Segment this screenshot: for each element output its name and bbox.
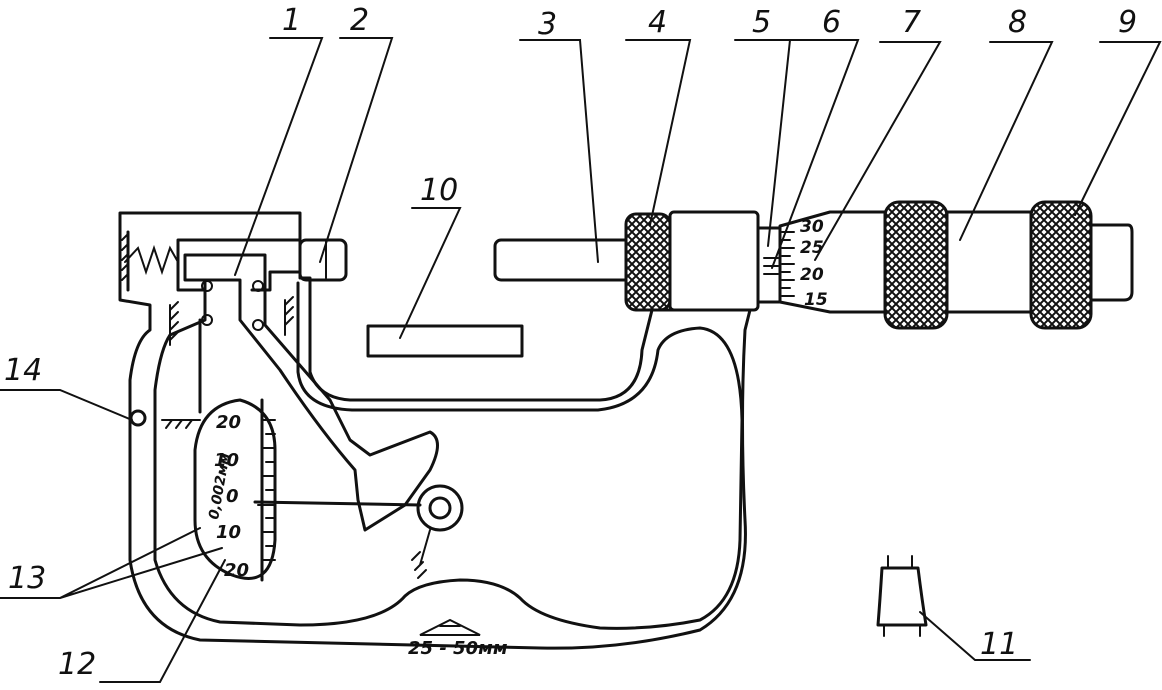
thimble-grip bbox=[883, 200, 949, 330]
leader-9 bbox=[1074, 41, 1162, 216]
callout-8: 8 bbox=[1008, 5, 1027, 40]
leader-3 bbox=[519, 39, 599, 263]
callout-9: 9 bbox=[1118, 5, 1137, 40]
key-body bbox=[876, 566, 928, 627]
barrel bbox=[945, 210, 1033, 314]
leader-4 bbox=[625, 39, 692, 226]
thimble bbox=[778, 210, 887, 314]
callout-5: 5 bbox=[752, 5, 771, 40]
leader-2 bbox=[319, 37, 394, 263]
stem-sleeve bbox=[668, 210, 760, 312]
ratchet-cap bbox=[1089, 223, 1134, 302]
pivot-upper-left bbox=[201, 280, 213, 292]
dial-scale-ticks bbox=[257, 419, 276, 561]
leader-14 bbox=[0, 389, 133, 421]
key-pins bbox=[883, 555, 921, 637]
movable-anvil bbox=[298, 238, 348, 282]
callout-6: 6 bbox=[822, 5, 841, 40]
leader-10 bbox=[399, 207, 462, 339]
frame-outer-contour bbox=[118, 211, 752, 650]
adjusting-key bbox=[876, 555, 928, 637]
leader-8 bbox=[959, 41, 1054, 241]
leader-6 bbox=[771, 39, 860, 269]
leader-13 bbox=[0, 527, 223, 599]
thimble-mark-20: 20 bbox=[800, 265, 824, 285]
range-label: 25 - 50мм bbox=[408, 638, 508, 659]
callout-12: 12 bbox=[58, 647, 96, 682]
leader-7 bbox=[814, 41, 942, 261]
dial-mark-top: 20 bbox=[216, 412, 241, 433]
fixed-support-left bbox=[169, 301, 179, 346]
fixed-support-right bbox=[284, 296, 294, 336]
thimble-mark-15: 15 bbox=[804, 290, 828, 310]
callout-14: 14 bbox=[4, 353, 42, 388]
setting-gauge-block bbox=[366, 324, 524, 358]
dial-face bbox=[193, 398, 277, 580]
micrometer-head: 30 25 20 15 bbox=[493, 200, 1134, 330]
leader-11 bbox=[919, 611, 1031, 661]
pivot-upper-right bbox=[252, 280, 264, 292]
callout-11: 11 bbox=[980, 627, 1018, 662]
leader-1 bbox=[234, 37, 324, 276]
spring-anchor-hatch bbox=[121, 233, 129, 281]
spindle bbox=[493, 238, 637, 282]
indicator-dial: 20 10 0 10 20 0,002мм bbox=[129, 398, 464, 582]
pointer-pivot-inner bbox=[428, 496, 452, 520]
dial-mark-lower: 10 bbox=[216, 522, 241, 543]
pivot-lower-left bbox=[201, 314, 213, 326]
callout-3: 3 bbox=[538, 7, 557, 42]
dial-pointer bbox=[253, 500, 422, 507]
lever-mechanism bbox=[161, 238, 439, 532]
leader-lines bbox=[0, 37, 1162, 683]
callout-7: 7 bbox=[902, 5, 921, 40]
callout-4: 4 bbox=[648, 5, 667, 40]
maker-mark bbox=[419, 618, 481, 636]
lever-cavity bbox=[176, 238, 302, 292]
ratchet-knob bbox=[1029, 200, 1093, 330]
dial-mark-upper: 10 bbox=[214, 450, 239, 471]
fixed-support-bottom bbox=[161, 419, 201, 429]
callout-1: 1 bbox=[282, 3, 301, 38]
leader-12 bbox=[99, 559, 226, 683]
lock-ring bbox=[624, 212, 672, 312]
return-spring bbox=[124, 244, 179, 276]
arrester-button bbox=[129, 409, 147, 427]
lever-arm bbox=[183, 253, 439, 532]
micrometer-frame bbox=[118, 211, 752, 650]
thimble-mark-25: 25 bbox=[800, 238, 824, 258]
thimble-scale-ticks bbox=[781, 231, 795, 297]
callout-13: 13 bbox=[8, 561, 46, 596]
frame-inner-contour bbox=[153, 278, 744, 630]
pointer-pivot-ground bbox=[411, 529, 431, 579]
pointer-pivot-outer bbox=[416, 484, 464, 532]
callout-2: 2 bbox=[350, 3, 369, 38]
callout-numbers: 1 2 3 4 5 6 7 8 9 10 11 12 13 14 bbox=[4, 3, 1137, 682]
dial-mark-zero: 0 bbox=[226, 486, 239, 507]
leader-5 bbox=[734, 39, 792, 247]
callout-10: 10 bbox=[420, 173, 458, 208]
dial-mark-bottom: 20 bbox=[224, 560, 249, 581]
pivot-lower-right bbox=[252, 319, 264, 331]
thimble-mark-30: 30 bbox=[800, 217, 824, 237]
